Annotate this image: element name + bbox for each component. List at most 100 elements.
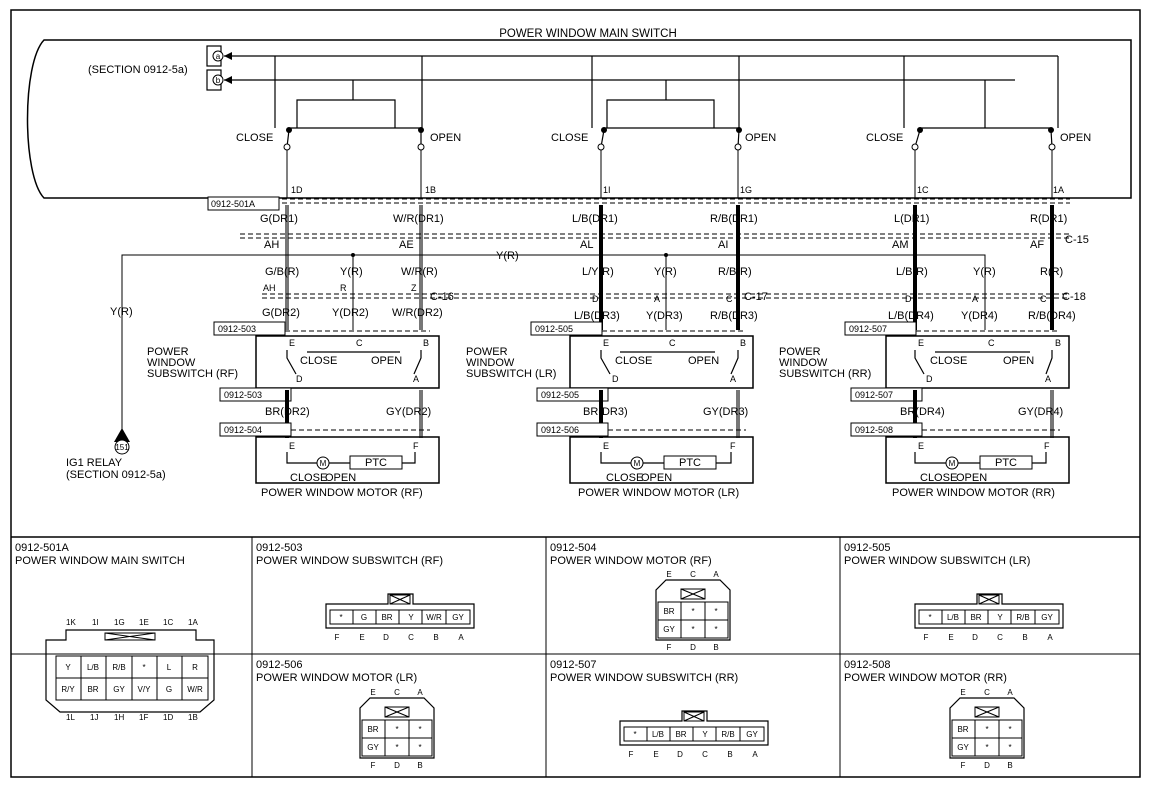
svg-text:OPEN: OPEN — [325, 472, 356, 484]
svg-text:E: E — [948, 633, 953, 642]
svg-text:B: B — [727, 750, 732, 759]
svg-text:POWER WINDOW MOTOR (RF): POWER WINDOW MOTOR (RF) — [261, 487, 423, 499]
svg-text:L/B(R): L/B(R) — [896, 266, 928, 278]
svg-text:BR: BR — [87, 685, 98, 694]
bus-b-label: b — [216, 76, 221, 85]
connector-ref-501a: 0912-501A — [211, 199, 255, 209]
svg-text:B: B — [1022, 633, 1027, 642]
svg-text:0912-503: 0912-503 — [256, 542, 303, 554]
svg-text:OPEN: OPEN — [1003, 355, 1034, 367]
svg-text:A: A — [752, 750, 758, 759]
svg-text:*: * — [339, 613, 342, 622]
svg-text:D: D — [296, 374, 303, 384]
svg-text:*: * — [633, 730, 636, 739]
svg-text:D: D — [383, 633, 389, 642]
svg-text:AH: AH — [263, 283, 276, 293]
svg-text:OPEN: OPEN — [956, 472, 987, 484]
svg-text:0912-507: 0912-507 — [855, 390, 893, 400]
svg-text:D: D — [984, 761, 990, 770]
svg-text:0912-507: 0912-507 — [550, 659, 597, 671]
svg-text:*: * — [395, 725, 398, 734]
svg-text:A: A — [413, 374, 419, 384]
svg-text:0912-505: 0912-505 — [535, 324, 573, 334]
svg-text:GY(DR2): GY(DR2) — [386, 406, 431, 418]
c16-pin-labels: AH R Z D A C D A C C-16 C-17 C-18 — [263, 283, 1086, 304]
connector-view-505: 0912-505 POWER WINDOW SUBSWITCH (LR) * L… — [844, 542, 1064, 642]
svg-text:0912-503: 0912-503 — [224, 390, 262, 400]
svg-text:PTC: PTC — [365, 457, 387, 469]
svg-text:(SECTION 0912-5a): (SECTION 0912-5a) — [66, 469, 166, 481]
svg-text:AM: AM — [892, 239, 909, 251]
svg-text:Y: Y — [408, 613, 414, 622]
svg-text:BR: BR — [367, 725, 378, 734]
svg-text:*: * — [418, 743, 421, 752]
svg-text:E: E — [603, 441, 609, 451]
svg-text:CLOSE: CLOSE — [300, 355, 337, 367]
open-label-rf: OPEN — [430, 132, 461, 144]
svg-text:POWER WINDOW MOTOR (LR): POWER WINDOW MOTOR (LR) — [578, 487, 739, 499]
svg-text:L/Y(R): L/Y(R) — [582, 266, 614, 278]
svg-text:C: C — [702, 750, 708, 759]
svg-text:E: E — [359, 633, 364, 642]
svg-text:C: C — [356, 338, 363, 348]
main-switch-contacts: CLOSE OPEN CLOSE OPEN CLOSE OPEN — [236, 56, 1091, 151]
svg-text:M: M — [320, 459, 327, 468]
svg-text:POWER WINDOW SUBSWITCH (RR): POWER WINDOW SUBSWITCH (RR) — [550, 672, 738, 684]
svg-text:L/B: L/B — [652, 730, 664, 739]
svg-text:Y(R): Y(R) — [110, 306, 133, 318]
svg-text:POWER WINDOW MOTOR (RF): POWER WINDOW MOTOR (RF) — [550, 555, 712, 567]
close-label-rf: CLOSE — [236, 132, 273, 144]
open-label-lr: OPEN — [745, 132, 776, 144]
svg-text:*: * — [985, 743, 988, 752]
svg-text:F: F — [667, 643, 672, 652]
svg-text:M: M — [634, 459, 641, 468]
svg-text:1B: 1B — [188, 713, 198, 722]
svg-text:151: 151 — [115, 443, 129, 452]
svg-text:AF: AF — [1030, 239, 1044, 251]
wire-labels-sub: G(DR2) Y(DR2) W/R(DR2) L/B(DR3) Y(DR3) R… — [262, 307, 1076, 322]
svg-text:F: F — [961, 761, 966, 770]
svg-text:D: D — [926, 374, 933, 384]
svg-text:R/Y: R/Y — [61, 685, 75, 694]
svg-text:0912-508: 0912-508 — [855, 425, 893, 435]
svg-text:B: B — [1055, 338, 1061, 348]
connector-ref-501a-box — [207, 196, 280, 211]
svg-text:AH: AH — [264, 239, 279, 251]
svg-text:Y(DR4): Y(DR4) — [961, 310, 998, 322]
svg-text:B: B — [423, 338, 429, 348]
svg-text:OPEN: OPEN — [641, 472, 672, 484]
svg-text:1H: 1H — [114, 713, 124, 722]
svg-text:F: F — [730, 441, 736, 451]
svg-text:L/B(DR1): L/B(DR1) — [572, 213, 618, 225]
svg-text:BR: BR — [381, 613, 392, 622]
svg-text:W/R(DR2): W/R(DR2) — [392, 307, 443, 319]
svg-text:E: E — [289, 441, 295, 451]
svg-text:R/B(R): R/B(R) — [718, 266, 752, 278]
svg-text:1A: 1A — [188, 618, 198, 627]
svg-text:Y(R): Y(R) — [973, 266, 996, 278]
svg-text:PTC: PTC — [679, 457, 701, 469]
svg-text:AL: AL — [580, 239, 593, 251]
main-switch-pins: 1D 1B 1I 1G 1C 1A — [291, 185, 1064, 195]
svg-text:PTC: PTC — [995, 457, 1017, 469]
svg-text:C: C — [690, 570, 696, 579]
subswitch-rr: 0912-507 POWER WINDOW SUBSWITCH (RR) E C… — [779, 321, 1070, 499]
svg-text:0912-506: 0912-506 — [256, 659, 303, 671]
bus-b-arrow — [224, 76, 232, 84]
svg-text:D: D — [690, 643, 696, 652]
svg-text:Y(DR2): Y(DR2) — [332, 307, 369, 319]
svg-text:OPEN: OPEN — [371, 355, 402, 367]
svg-text:E: E — [370, 688, 375, 697]
subswitch-rf: 0912-503 POWER WINDOW SUBSWITCH (RF) E C… — [147, 321, 440, 499]
svg-text:GY: GY — [957, 743, 969, 752]
svg-text:A: A — [972, 294, 978, 304]
svg-text:0912-503: 0912-503 — [218, 324, 256, 334]
svg-text:R/B: R/B — [112, 663, 125, 672]
svg-text:R(R): R(R) — [1040, 266, 1063, 278]
svg-text:1I: 1I — [603, 185, 611, 195]
svg-text:IG1 RELAY: IG1 RELAY — [66, 457, 123, 469]
svg-text:D: D — [394, 761, 400, 770]
svg-text:1K: 1K — [66, 618, 76, 627]
page-frame — [10, 9, 1141, 778]
